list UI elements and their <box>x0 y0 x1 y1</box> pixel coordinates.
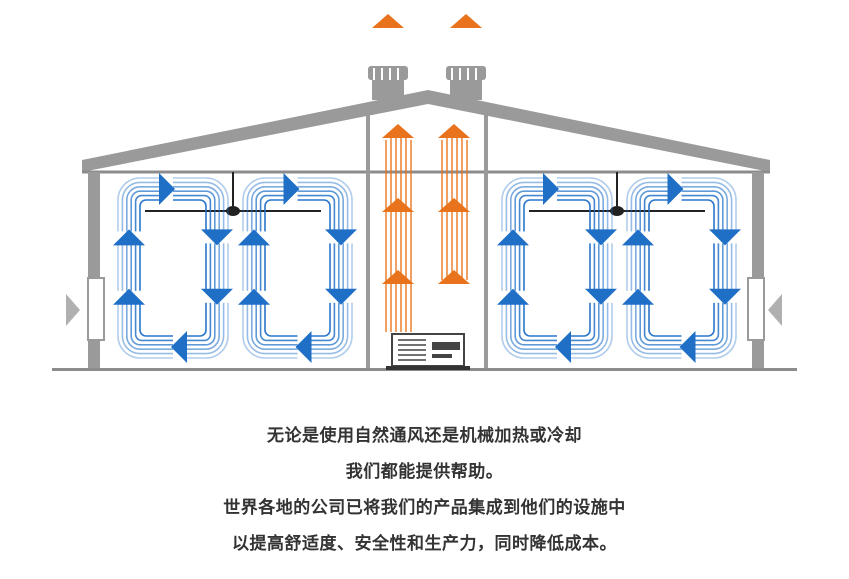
airflow-arrowhead <box>201 288 233 305</box>
airflow-arrowhead <box>201 229 233 246</box>
airflow-loop-line <box>643 194 720 342</box>
airflow-loop-line <box>639 190 724 346</box>
airflow-arrowhead <box>325 288 357 305</box>
airflow-arrowhead <box>543 173 559 205</box>
airflow-arrowhead <box>171 331 187 363</box>
airflow-arrowhead <box>497 229 529 246</box>
airflow-arrowhead <box>113 229 145 246</box>
airflow-arrowhead <box>325 229 357 246</box>
caption-line-2: 我们都能提供帮助。 <box>345 462 504 482</box>
airflow-loop-line <box>264 199 331 337</box>
airflow-loop-line <box>630 181 733 355</box>
airflow-loop-line <box>514 190 600 346</box>
airflow-loop-line <box>121 181 225 355</box>
airflow-arrowhead <box>679 331 696 363</box>
air-intake-arrow-icon <box>36 294 80 326</box>
airflow-arrowhead <box>667 173 684 205</box>
right-wall-inlet <box>747 277 765 341</box>
ceiling-fan-icon <box>145 172 321 216</box>
airflow-arrowhead <box>709 288 741 305</box>
airflow-arrowhead <box>159 173 175 205</box>
caption-line-3: 世界各地的公司已将我们的产品集成到他们的设施中 <box>223 498 626 518</box>
roof-ventilator-icon <box>446 66 486 100</box>
cool-circulation-arrowheads <box>113 173 741 363</box>
airflow-arrowhead <box>585 229 617 246</box>
airflow-arrowhead <box>585 288 617 305</box>
airflow-loop-line <box>242 177 353 359</box>
caption-line-4: 以提高舒适度、安全性和生产力，同时降低成本。 <box>232 534 617 554</box>
airflow-arrowhead <box>113 288 145 305</box>
airflow-loop-line <box>117 177 229 359</box>
airflow-arrowhead <box>497 288 529 305</box>
caption-line-1: 无论是使用自然通风还是机械加热或冷却 <box>267 426 582 446</box>
air-intake-arrow-icon <box>768 294 812 326</box>
airflow-arrowhead <box>238 229 270 246</box>
airflow-loop-line <box>501 177 613 359</box>
airflow-loop-line <box>626 177 737 359</box>
left-wall-inlet <box>87 277 105 341</box>
airflow-loop-line <box>246 181 349 355</box>
airflow-loop-line <box>518 194 596 342</box>
airflow-arrowhead <box>238 288 270 305</box>
airflow-loop-line <box>648 199 715 337</box>
airflow-loop-line <box>139 199 207 337</box>
airflow-loop-line <box>523 199 591 337</box>
warm-exhaust-flow <box>377 22 477 60</box>
airflow-arrowhead <box>555 331 571 363</box>
airflow-arrowhead <box>622 229 654 246</box>
airflow-loop-line <box>134 194 212 342</box>
ventilation-diagram <box>36 14 812 371</box>
roof-ventilator-icon <box>368 66 408 100</box>
ceiling-fan-icon <box>529 172 705 216</box>
roof <box>82 90 770 174</box>
cool-circulation-loops <box>117 177 737 359</box>
airflow-loop-line <box>130 190 216 346</box>
airflow-arrowhead <box>283 173 300 205</box>
warm-rising-flow <box>385 130 468 332</box>
airflow-loop-line <box>505 181 609 355</box>
airflow-loop-line <box>259 194 336 342</box>
heater-unit-icon <box>386 333 470 370</box>
airflow-arrowhead <box>709 229 741 246</box>
airflow-loop-line <box>255 190 340 346</box>
airflow-arrowhead <box>295 331 312 363</box>
warm-rising-arrowheads <box>382 124 470 284</box>
airflow-arrowhead <box>622 288 654 305</box>
warm-exhaust-arrowheads <box>372 14 482 28</box>
